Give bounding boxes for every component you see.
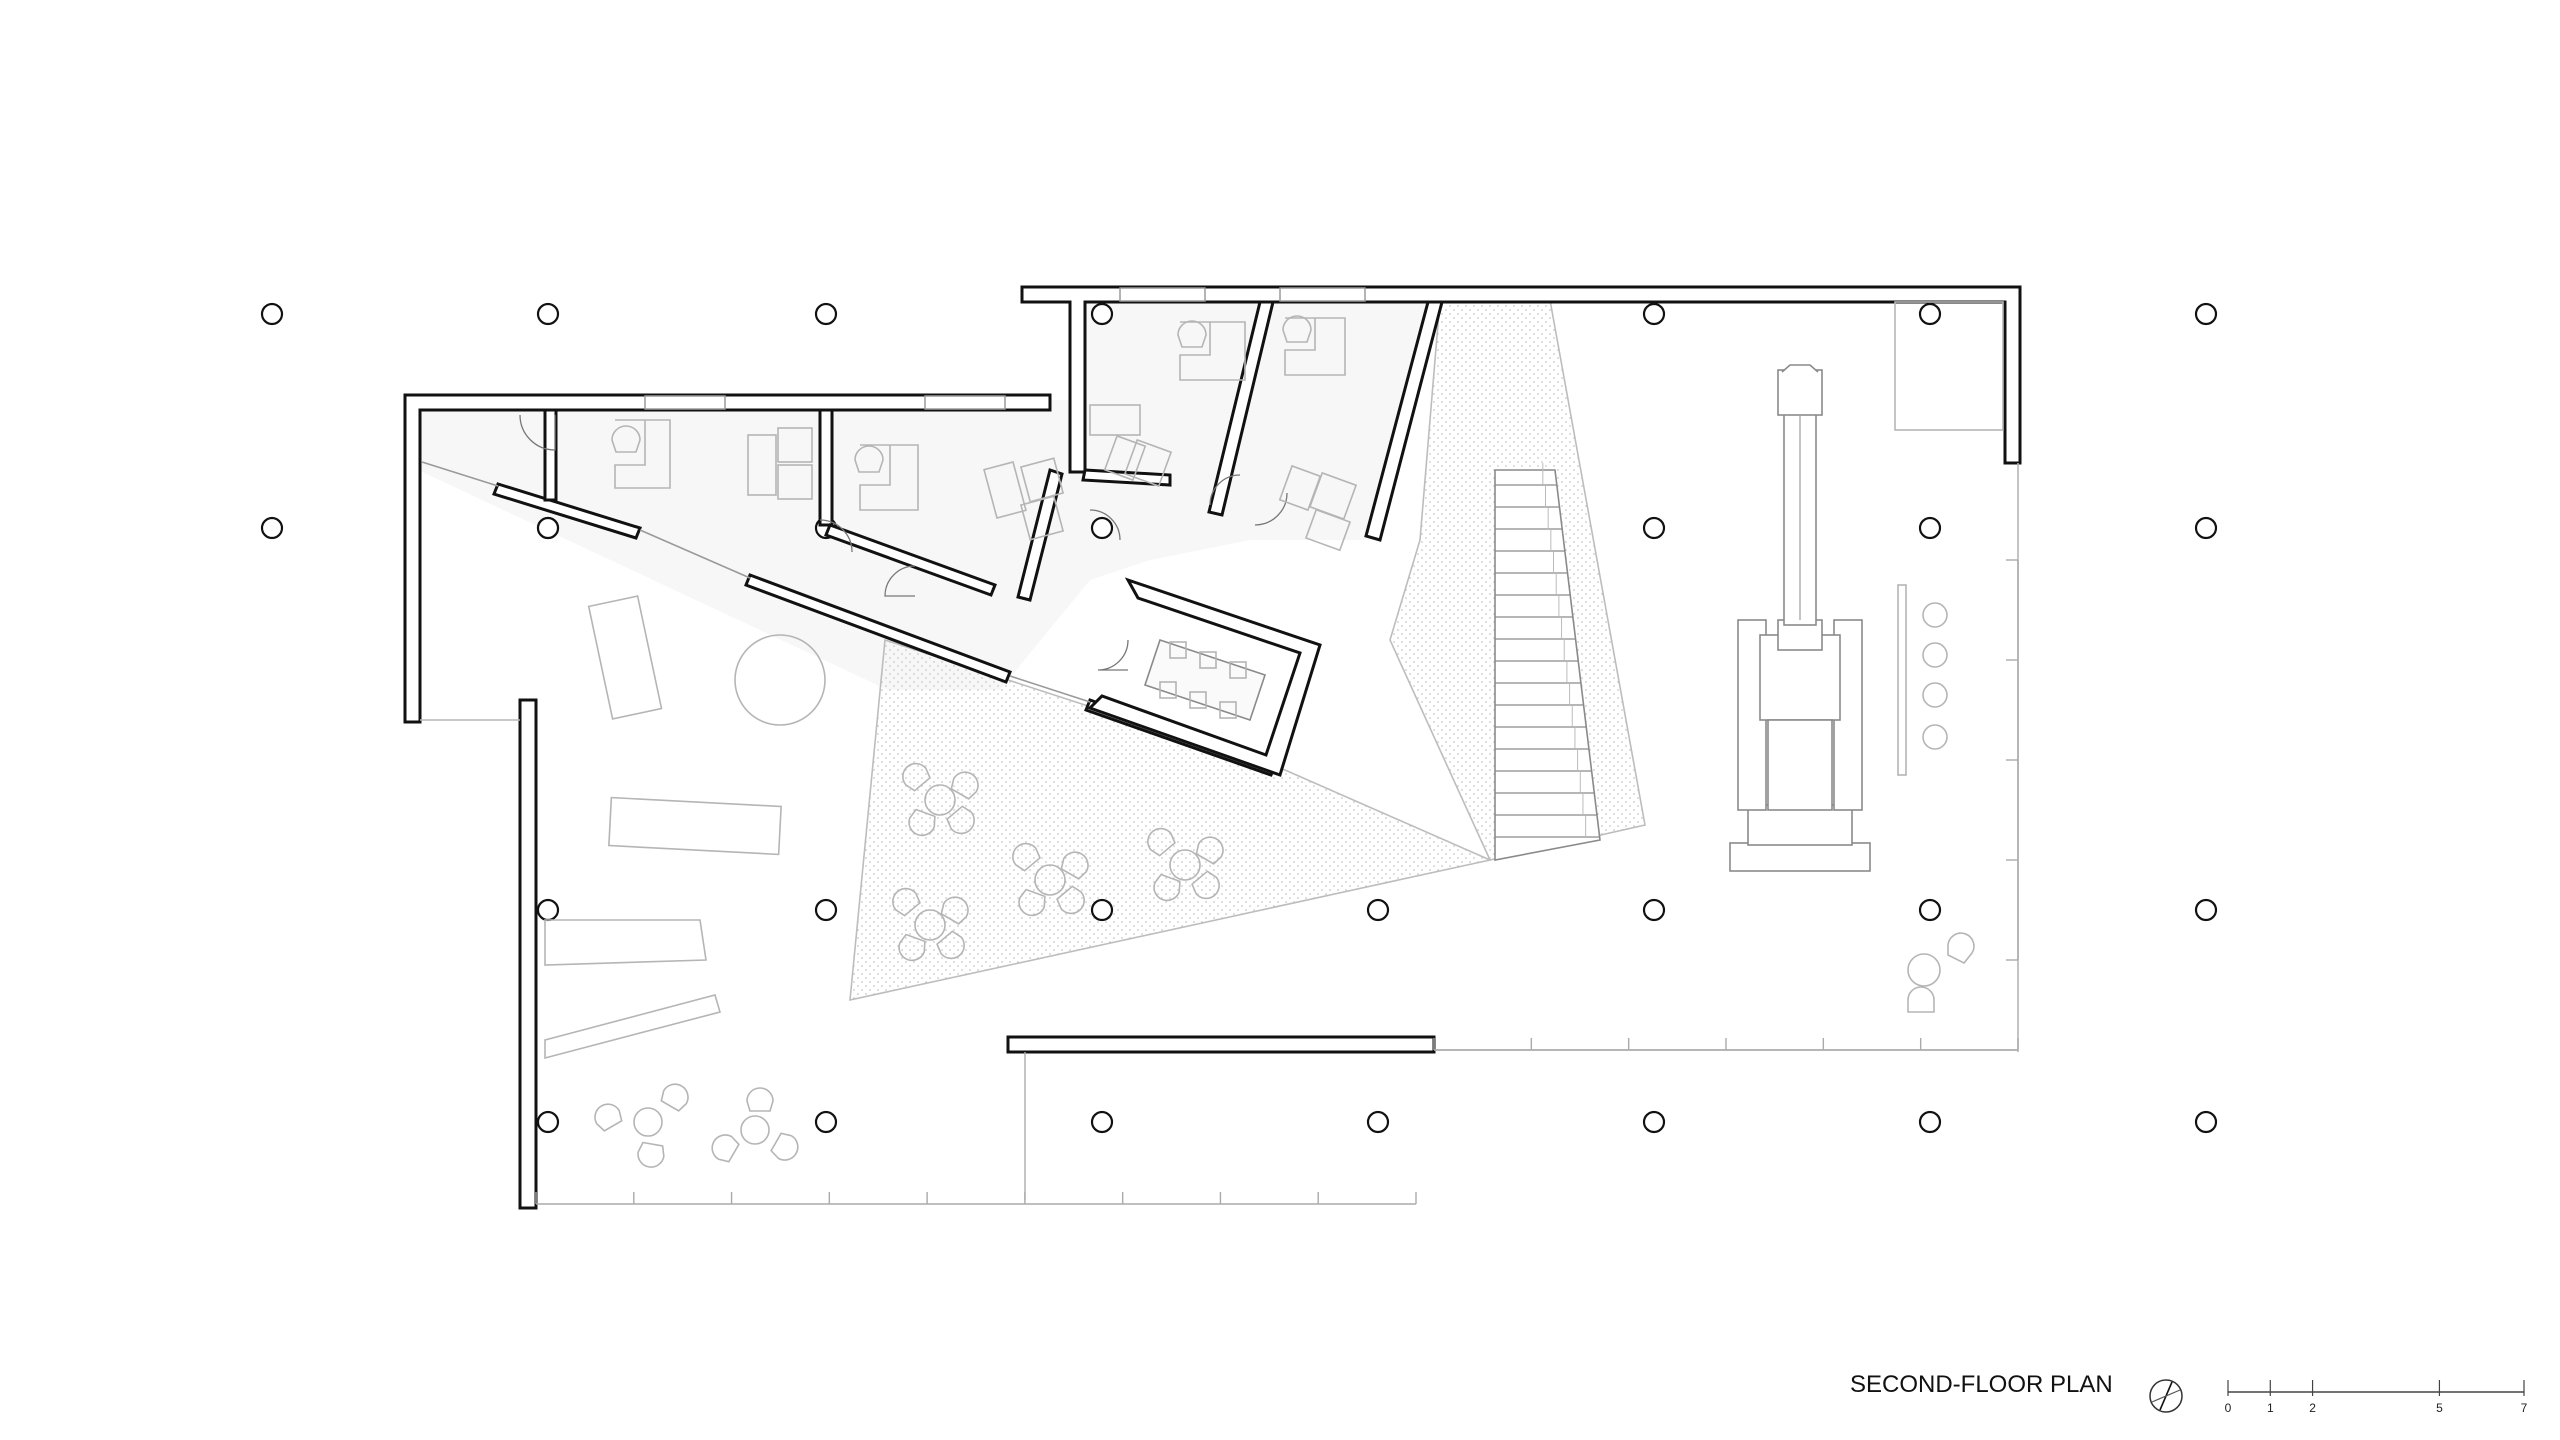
chair-icon	[1147, 827, 1176, 857]
chair-icon	[1153, 873, 1181, 902]
column-icon	[536, 516, 560, 540]
stair	[1494, 463, 1601, 861]
railings	[535, 559, 2019, 1205]
chair-icon	[1229, 661, 1247, 679]
stair-outline	[1494, 469, 1601, 861]
column-icon	[1642, 898, 1666, 922]
excavator-icon	[1729, 364, 1871, 872]
column-icon	[536, 898, 560, 922]
windows	[644, 287, 1366, 410]
column-icon	[1642, 516, 1666, 540]
chair-icon	[1191, 870, 1220, 900]
column-icon	[814, 1110, 838, 1134]
column-icon	[1918, 1110, 1942, 1134]
column-icon	[814, 898, 838, 922]
column-icon	[814, 302, 838, 326]
chair-icon	[946, 805, 975, 835]
chair-icon	[660, 1083, 689, 1112]
scale-tick-label: 2	[2309, 1401, 2316, 1415]
office-floor-fill	[418, 300, 1430, 690]
table-icon	[1034, 864, 1066, 896]
chair-icon	[1169, 641, 1187, 659]
chair-icon	[902, 762, 931, 792]
column-icon	[536, 1110, 560, 1134]
scale-bar: 0 1 2 5 7	[2225, 1380, 2528, 1415]
table-icon	[740, 1115, 770, 1145]
column-icon	[1090, 516, 1114, 540]
column-icon	[1918, 516, 1942, 540]
column-icon	[260, 516, 284, 540]
column-icon	[1642, 302, 1666, 326]
chair-icon	[898, 933, 926, 962]
chair-icon	[1159, 681, 1177, 699]
column-icon	[2194, 898, 2218, 922]
chair-icon	[936, 930, 965, 960]
scale-tick-label: 7	[2521, 1401, 2528, 1415]
chair-icon	[1056, 885, 1085, 915]
chair-icon	[1189, 691, 1207, 709]
chair-icon	[1060, 851, 1089, 880]
chair-icon	[1195, 836, 1224, 865]
meeting-room	[1087, 577, 1322, 777]
table-icon	[1169, 849, 1201, 881]
column-icon	[1918, 898, 1942, 922]
column-icon	[1090, 898, 1114, 922]
column-icon	[1090, 302, 1114, 326]
east-hall-items	[1894, 301, 2004, 1013]
doors	[519, 414, 1288, 671]
chair-icon	[1199, 651, 1217, 669]
chair-icon	[1012, 842, 1041, 872]
column-icon	[2194, 302, 2218, 326]
interior-walls	[421, 300, 1444, 777]
chair-icon	[940, 896, 969, 925]
column-icon	[1366, 898, 1390, 922]
chair-icon	[770, 1132, 799, 1161]
office-furniture	[611, 315, 1358, 552]
column-icon	[536, 302, 560, 326]
column-icon	[1918, 302, 1942, 326]
chair-icon	[1018, 888, 1046, 917]
chair-icon	[892, 887, 921, 917]
chair-icon	[637, 1141, 665, 1168]
table-icon	[914, 909, 946, 941]
chair-icon	[594, 1103, 623, 1132]
plan-title: SECOND-FLOOR PLAN	[1850, 1371, 2113, 1398]
chair-icon	[950, 771, 979, 800]
scale-tick-label: 1	[2267, 1401, 2274, 1415]
column-icon	[1642, 1110, 1666, 1134]
column-icon	[260, 302, 284, 326]
table-icon	[924, 784, 956, 816]
chair-icon	[746, 1087, 774, 1112]
column-icon	[2194, 1110, 2218, 1134]
chair-icon	[711, 1134, 740, 1163]
north-arrow-icon	[2149, 1379, 2183, 1413]
column-icon	[2194, 516, 2218, 540]
chair-icon	[908, 808, 936, 837]
table-icon	[633, 1107, 663, 1137]
column-icon	[1090, 1110, 1114, 1134]
lounge-seating	[892, 762, 1224, 962]
column-icon	[1366, 1110, 1390, 1134]
west-hall-furniture	[544, 595, 826, 1168]
scale-tick-label: 0	[2225, 1401, 2232, 1415]
chair-icon	[1219, 701, 1237, 719]
scale-tick-label: 5	[2436, 1401, 2443, 1415]
